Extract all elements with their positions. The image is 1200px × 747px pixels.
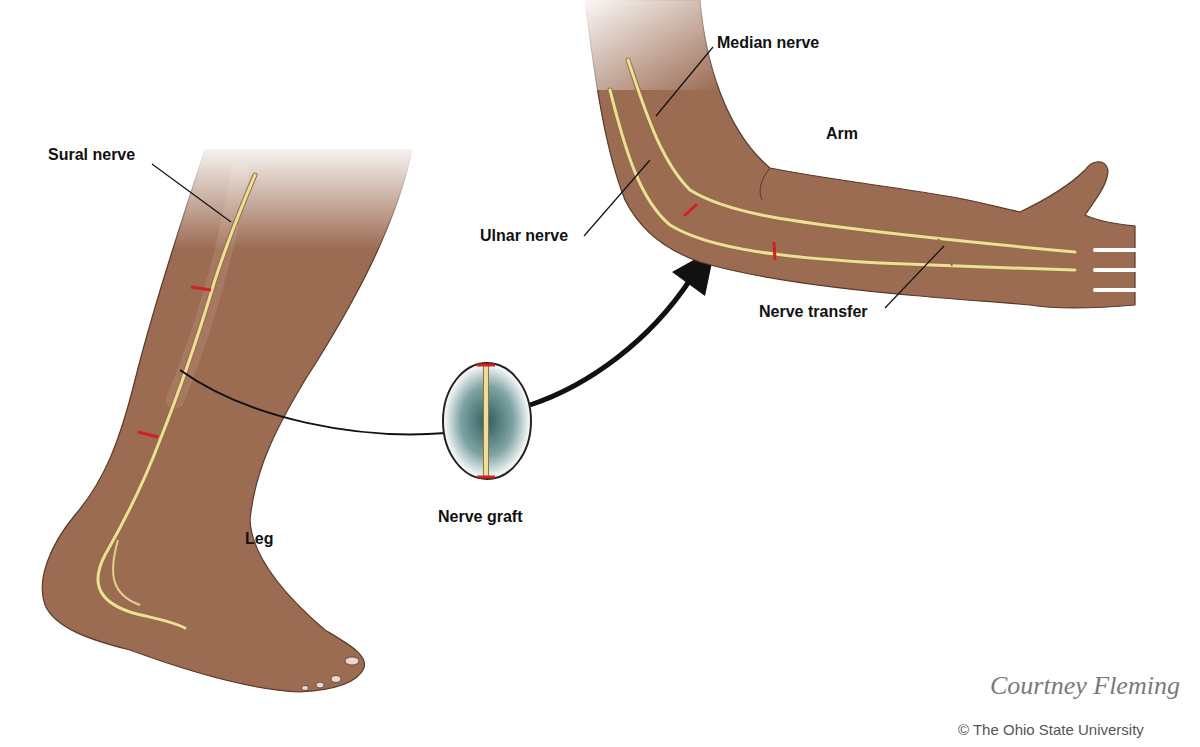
ulnar-nerve-core (610, 90, 1075, 270)
part-label: Median nerve (717, 33, 819, 52)
arm-fade (570, 0, 720, 90)
part-label: Nerve graft (438, 507, 522, 526)
copyright-note: © The Ohio State University (958, 721, 1144, 739)
nerve-branch (113, 540, 140, 605)
median-nerve-core (628, 60, 1075, 252)
sural-nerve (98, 175, 255, 628)
part-label: Ulnar nerve (480, 226, 568, 245)
ulnar-nerve (610, 90, 1075, 270)
part-label: Nerve transfer (759, 302, 868, 321)
leader-lines (152, 47, 944, 308)
cut-mark (477, 364, 495, 367)
graft-nerve-core (484, 366, 488, 476)
cut-mark (684, 204, 697, 216)
graft-nerve (483, 366, 489, 476)
region-label: Leg (245, 529, 273, 548)
transfer-arrow (530, 280, 690, 405)
fingers (1095, 250, 1135, 290)
cut-mark (191, 287, 211, 290)
graft-oval (443, 363, 531, 479)
cut-mark (477, 476, 495, 479)
part-label: Sural nerve (48, 145, 135, 164)
leg-fade (150, 140, 440, 250)
region-label: Arm (826, 124, 858, 143)
sural-nerve-core (98, 175, 255, 628)
graft-pointer (180, 370, 446, 434)
cut-mark (774, 242, 775, 260)
cut-mark (138, 432, 158, 437)
median-nerve (628, 60, 1075, 252)
transfer-branch (938, 239, 952, 266)
elbow-crease (760, 168, 770, 200)
toenails (302, 657, 360, 691)
artist-signature: Courtney Fleming (990, 670, 1180, 701)
